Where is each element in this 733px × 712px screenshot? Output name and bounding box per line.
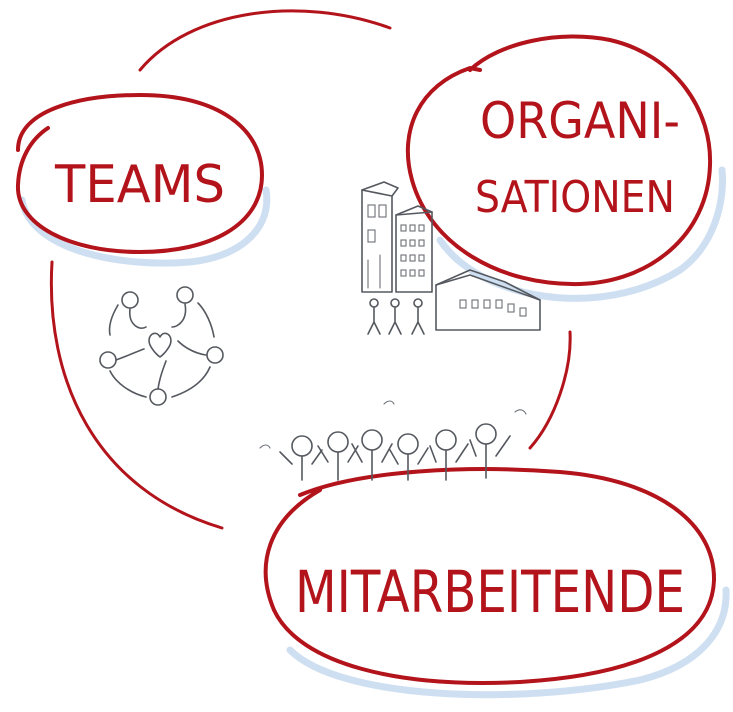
organisationen-label-line1: ORGANI- <box>480 92 680 150</box>
teams-bubble: TEAMS <box>15 93 271 267</box>
mitarbeitende-label: MITARBEITENDE <box>295 558 685 626</box>
arc-teams-to-organisationen <box>138 9 392 72</box>
arc-teams-to-mitarbeitende <box>49 260 224 530</box>
mitarbeitende-bubble: MITARBEITENDE <box>263 467 730 699</box>
cheering-crowd-icon <box>259 400 527 481</box>
arc-organisationen-to-mitarbeitende <box>528 330 572 450</box>
team-circle-heart-icon <box>99 286 224 406</box>
teams-outline <box>15 93 264 254</box>
organisationen-outline <box>405 34 713 287</box>
teams-label: TEAMS <box>54 155 225 215</box>
buildings-people-icon <box>361 181 541 335</box>
organisationen-label-line2: SATIONEN <box>475 172 675 223</box>
mitarbeitende-outline <box>263 467 717 685</box>
organisationen-bubble: ORGANI- SATIONEN <box>405 34 726 302</box>
connector-arcs <box>49 9 572 530</box>
